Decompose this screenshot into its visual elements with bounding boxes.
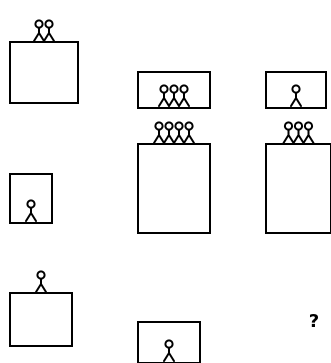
stick-figure-3: [304, 122, 314, 143]
box: [10, 174, 52, 223]
puzzle-cell-r1c1: [10, 20, 78, 103]
stick-figure-1: [36, 271, 46, 292]
puzzle-cell-r3c2: [138, 322, 200, 363]
puzzle-cell-r2c1: [10, 174, 52, 223]
puzzle-cell-r2c2: [138, 122, 210, 233]
missing-cell-question-mark: ?: [302, 312, 326, 332]
stick-figure-1: [159, 85, 169, 106]
box: [138, 144, 210, 233]
stick-figure-1: [284, 122, 294, 143]
box: [138, 72, 210, 108]
stick-figure-1: [154, 122, 164, 143]
stick-figure-3: [174, 122, 184, 143]
box: [266, 72, 326, 108]
stick-figure-2: [169, 85, 179, 106]
stick-figure-1: [34, 20, 44, 41]
stick-figure-4: [184, 122, 194, 143]
cells-layer: [10, 20, 331, 363]
box: [10, 293, 72, 346]
stick-figure-1: [291, 85, 301, 106]
stick-figure-2: [164, 122, 174, 143]
stick-figure-2: [44, 20, 54, 41]
stick-figure-3: [179, 85, 189, 106]
stick-figure-1: [26, 200, 36, 221]
puzzle-cell-r3c1: [10, 271, 72, 346]
box: [266, 144, 331, 233]
puzzle-cell-r1c3: [266, 72, 326, 108]
box: [10, 42, 78, 103]
puzzle-cell-r1c2: [138, 72, 210, 108]
puzzle-cell-r2c3: [266, 122, 331, 233]
stick-figure-1: [164, 340, 174, 361]
stick-figure-2: [294, 122, 304, 143]
box: [138, 322, 200, 363]
